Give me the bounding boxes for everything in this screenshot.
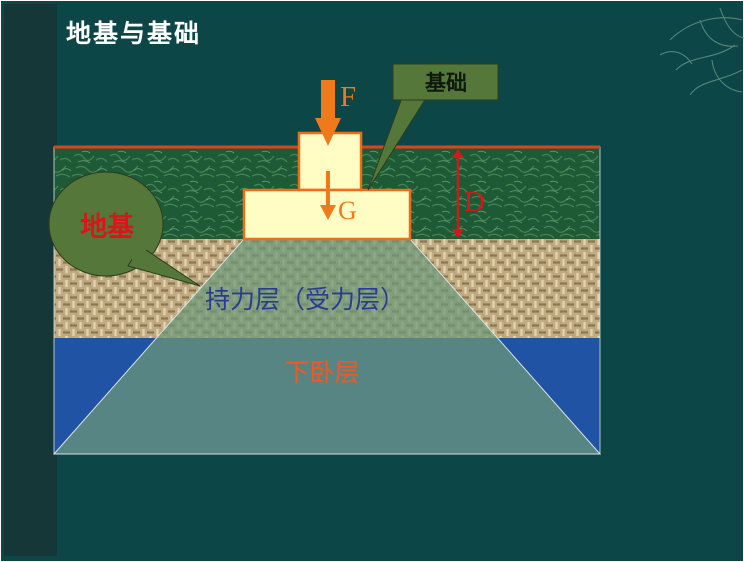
depth-label: D: [464, 186, 485, 218]
foundation-label: 基础: [425, 71, 467, 95]
slide-title: 地基与基础: [66, 19, 201, 48]
foundation-callout: [392, 63, 499, 101]
underlying-layer-label: 下卧层: [284, 358, 359, 387]
weight-label: G: [338, 196, 357, 225]
leaf-decoration-icon: [659, 7, 744, 96]
ground-label: 地基: [80, 212, 135, 242]
bearing-layer-label: 持力层（受力层）: [205, 285, 405, 314]
depth-marker: [452, 149, 464, 238]
weight-arrow: [320, 171, 336, 220]
ground-callout: [48, 171, 201, 287]
force-arrow: [315, 80, 341, 146]
left-strip: [4, 4, 57, 556]
force-label: F: [340, 81, 356, 113]
